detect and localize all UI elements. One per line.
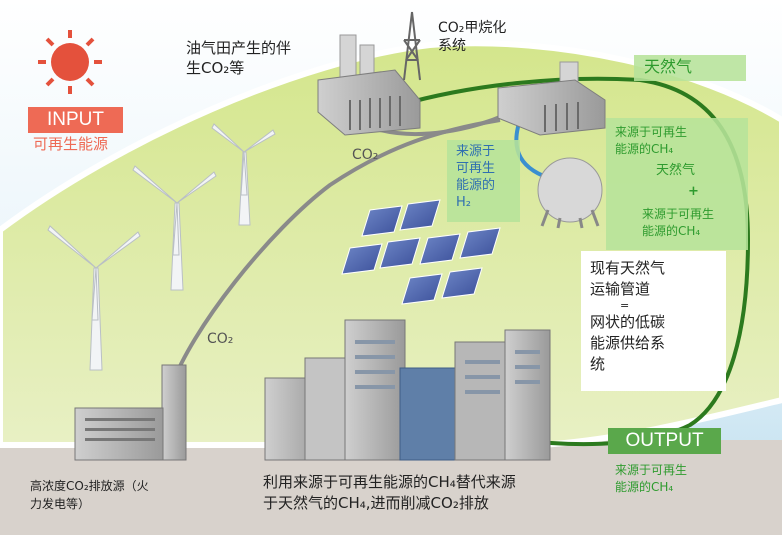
factory-icon xyxy=(317,34,421,136)
wind-turbine-icon xyxy=(132,165,217,291)
output-badge: OUTPUT xyxy=(608,428,721,454)
gas-tank-icon xyxy=(537,157,603,229)
mix-gas-label: 天然气 xyxy=(656,163,696,178)
mix-plus-label: + xyxy=(688,184,699,199)
pipeline-label: 现有天然气 运输管道 = 网状的低碳 能源供给系 统 xyxy=(590,259,666,373)
gas-mix-box xyxy=(606,118,748,250)
h2-source-label: 来源于 可再生 能源的 H₂ xyxy=(456,144,496,210)
oil-field-label: 油气田产生的伴 生CO₂等 xyxy=(186,39,292,77)
input-badge: INPUT xyxy=(28,107,123,133)
wind-turbine-icon xyxy=(47,225,141,371)
city-buildings-icon xyxy=(264,319,551,461)
sun-icon xyxy=(38,30,102,94)
methanation-label: CO₂甲烷化 系统 xyxy=(438,20,507,54)
power-plant-icon xyxy=(74,364,187,461)
h2-source-box xyxy=(447,140,520,222)
solar-panel-icon xyxy=(341,199,501,305)
bottom-caption: 利用来源于可再生能源的CH₄替代来源 于天然气的CH₄,进而削减CO₂排放 xyxy=(263,473,516,512)
ch4-label-top: 来源于可再生 能源的CH₄ xyxy=(615,125,688,156)
output-subtitle: 来源于可再生 能源的CH₄ xyxy=(615,463,688,494)
pipeline-text-box xyxy=(581,251,726,391)
transmission-tower-icon xyxy=(403,11,421,81)
co2-flow-line-upper xyxy=(379,113,506,136)
mix-ch4-label: 来源于可再生 能源的CH₄ xyxy=(642,207,715,238)
natural-gas-label: 天然气 xyxy=(644,57,693,76)
input-subtitle: 可再生能源 xyxy=(33,135,109,153)
natural-gas-box xyxy=(634,55,746,81)
wind-turbine-icon xyxy=(211,123,276,226)
co2-label-lower: CO₂ xyxy=(207,331,234,347)
co2-label-upper: CO₂ xyxy=(352,147,379,163)
methanation-plant-icon xyxy=(497,61,606,136)
high-co2-source-label: 高浓度CO₂排放源（火 力发电等） xyxy=(30,479,149,511)
